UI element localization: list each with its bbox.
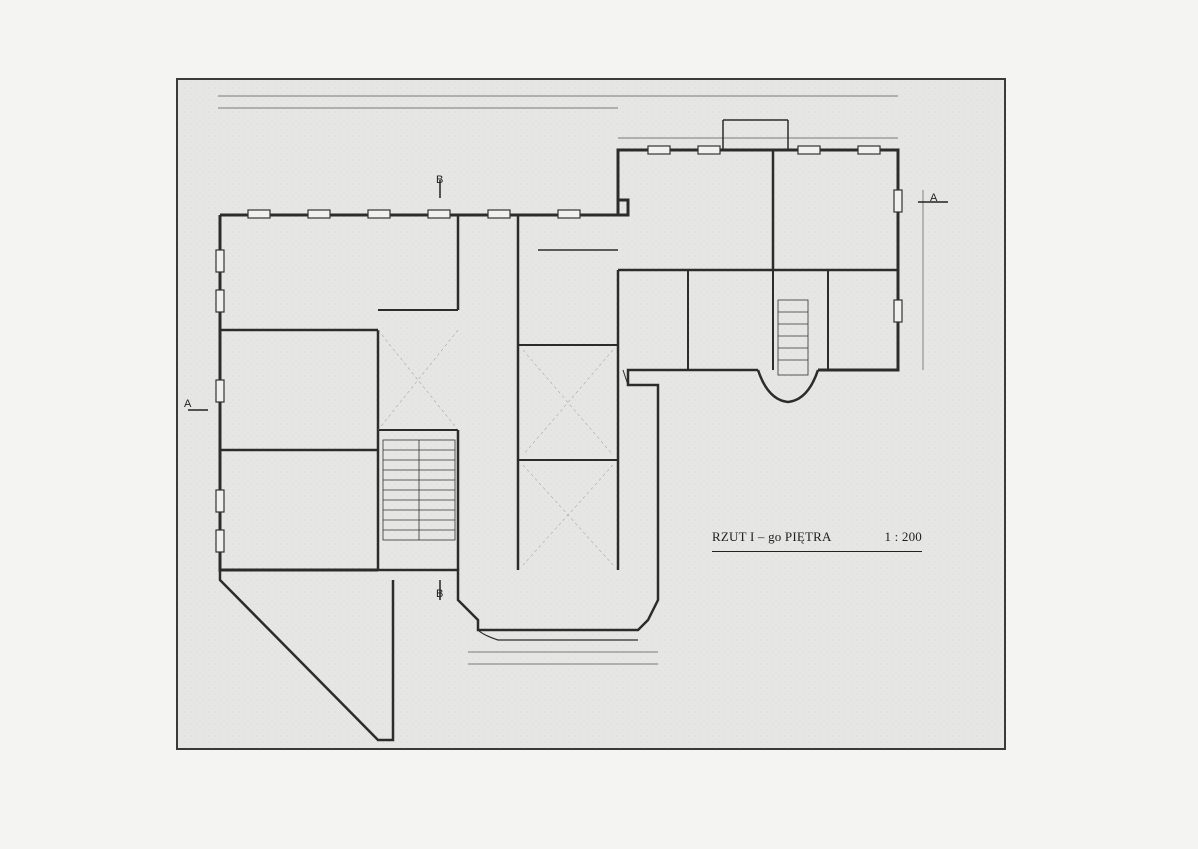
plan-title-block: RZUT I – go PIĘTRA 1 : 200 [712,529,922,552]
section-a-right-label: A [930,192,938,204]
plan-scale: 1 : 200 [884,529,922,544]
section-b-bottom-label: B [436,588,444,600]
sheet-texture [178,80,1004,748]
walls [218,119,900,742]
dimension-lines [218,95,924,665]
section-lines [188,180,948,600]
drawing-sheet: A A B B RZUT I – go PIĘTRA 1 : 200 [176,78,1006,750]
section-a-left-label: A [184,398,192,410]
floor-plan [178,80,1004,748]
room-cross-marks [377,329,614,566]
main-staircase [382,439,456,541]
window-marks [215,145,903,553]
section-b-top-label: B [436,174,444,186]
plan-title: RZUT I – go PIĘTRA [712,529,832,544]
spiral-staircase [777,299,809,376]
